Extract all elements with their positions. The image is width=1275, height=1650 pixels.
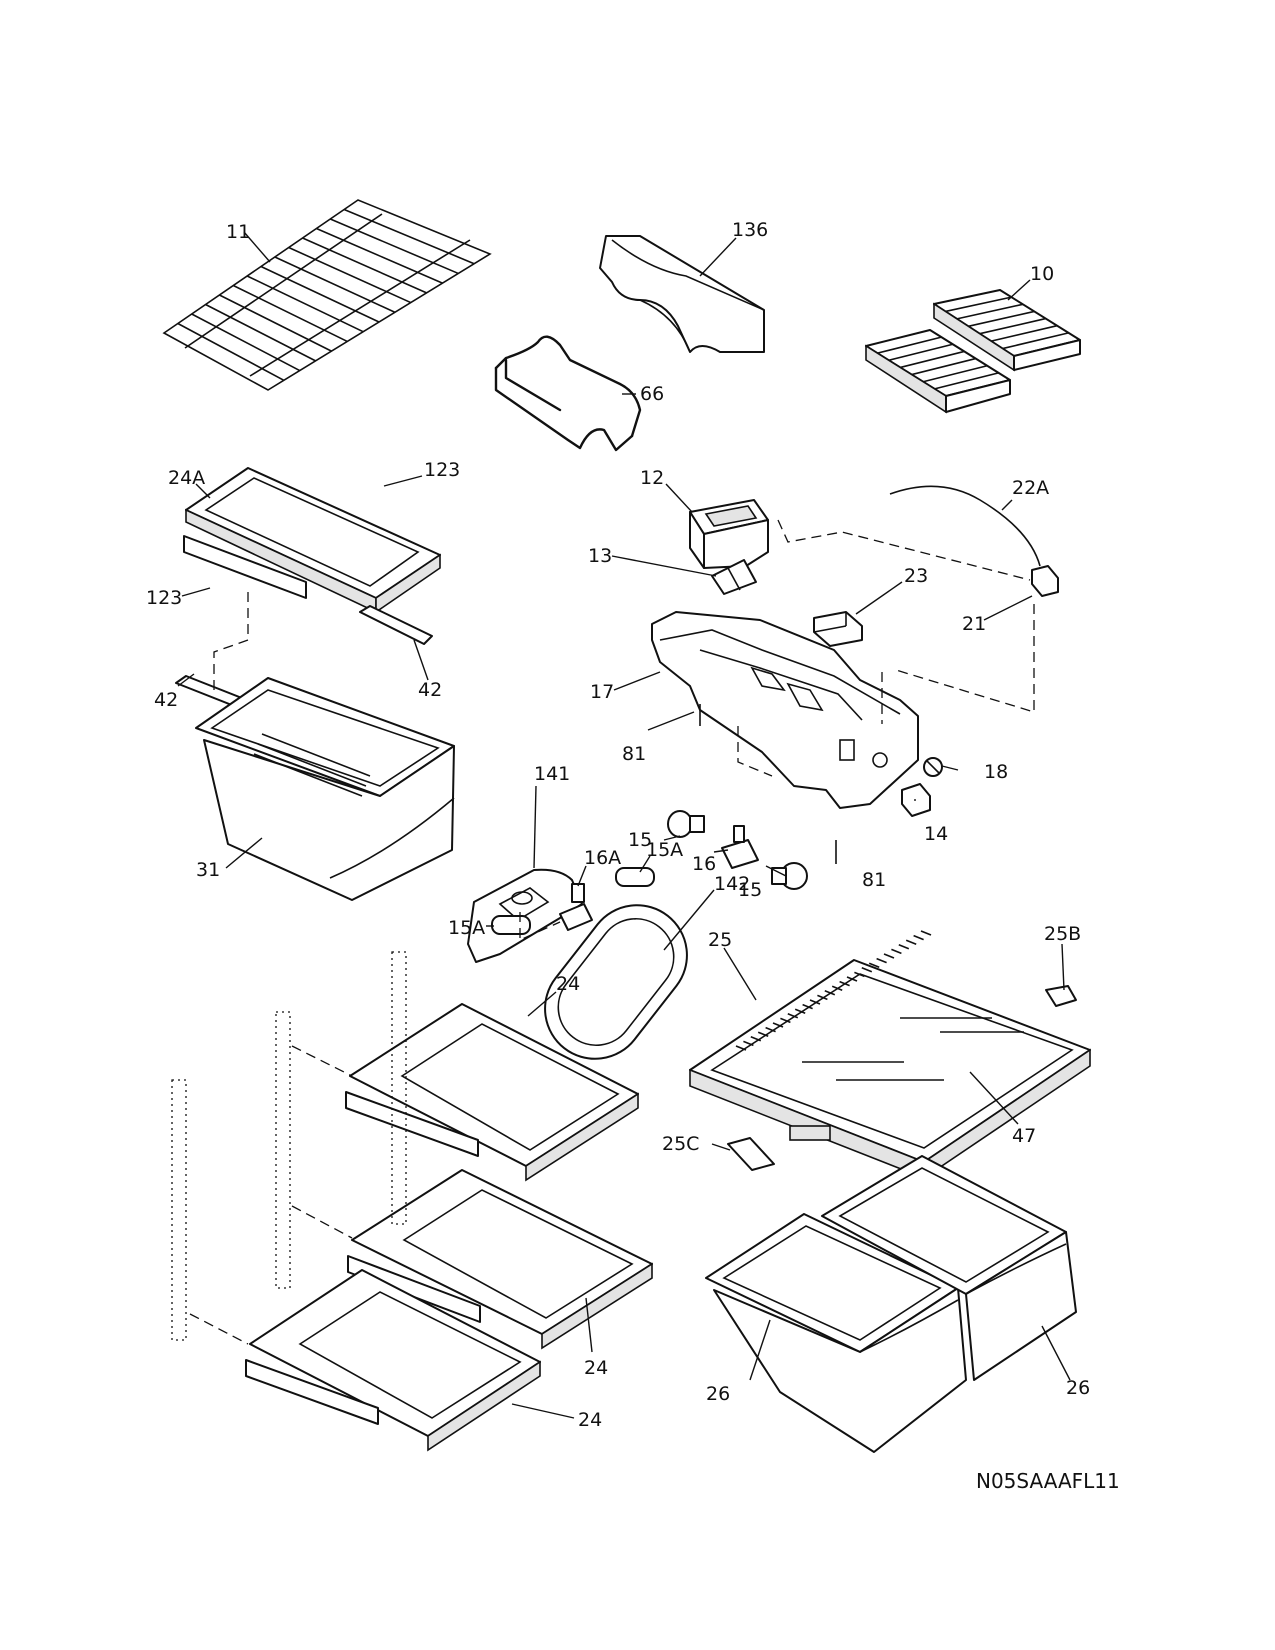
callout-24-top: 24 [556, 973, 580, 995]
callout-24A: 24A [168, 467, 205, 489]
callout-47: 47 [1012, 1125, 1036, 1147]
callout-11: 11 [226, 221, 250, 243]
callout-15-left: 15 [628, 829, 652, 851]
callout-25B: 25B [1044, 923, 1081, 945]
small-bulb-socket-part [559, 883, 593, 931]
callout-142: 142 [714, 873, 750, 895]
callout-18: 18 [984, 761, 1008, 783]
callout-25C: 25C [662, 1133, 699, 1155]
callout-24-middle: 24 [584, 1357, 608, 1379]
callout-24-bottom: 24 [578, 1409, 602, 1431]
callout-66: 66 [640, 383, 664, 405]
callout-42-left: 42 [154, 689, 178, 711]
ice-trays-part [865, 289, 1081, 414]
callout-15-right: 15 [738, 879, 762, 901]
light-lens-part [544, 904, 688, 1060]
glass-shelf-part [347, 1169, 653, 1350]
callout-42-right: 42 [418, 679, 442, 701]
callout-15A-top: 15A [646, 839, 683, 861]
thermostat-part [813, 611, 863, 647]
callout-25: 25 [708, 929, 732, 951]
callout-136: 136 [732, 219, 768, 241]
callout-26-right: 26 [1066, 1377, 1090, 1399]
crisper-cover-part [689, 930, 1091, 1180]
callout-123-left: 123 [146, 587, 182, 609]
drawing-code: N05SAAAFL11 [976, 1469, 1120, 1493]
assembly-lines [189, 519, 1035, 1345]
capillary-tube-part [889, 485, 1041, 567]
cover-bracket-part [727, 985, 1077, 1171]
callout-15A-left: 15A [448, 917, 485, 939]
light-shield-part [711, 559, 757, 595]
callout-141: 141 [534, 763, 570, 785]
callout-81-right: 81 [862, 869, 886, 891]
bulb-socket-part [721, 825, 759, 869]
callout-22A: 22A [1012, 477, 1049, 499]
screw-part [699, 704, 837, 864]
callout-31: 31 [196, 859, 220, 881]
callout-23: 23 [904, 565, 928, 587]
callout-12: 12 [640, 467, 664, 489]
callout-leaders [177, 231, 1071, 1419]
wire-shelf-part [162, 199, 492, 391]
callout-81-left: 81 [622, 743, 646, 765]
switch-part [1031, 565, 1059, 597]
top-glass-shelf-part [183, 467, 441, 614]
callout-21: 21 [962, 613, 986, 635]
callout-10: 10 [1030, 263, 1054, 285]
callout-13: 13 [588, 545, 612, 567]
bottle-holder-part [599, 235, 765, 353]
light-socket-part [923, 757, 943, 777]
control-housing-part [651, 611, 919, 809]
callout-17: 17 [590, 681, 614, 703]
wire-bottle-rack-part [494, 335, 642, 452]
ice-scoop-holder-part [689, 499, 769, 569]
crisper-drawer-part [705, 1155, 1077, 1453]
deli-drawer-part [195, 677, 455, 901]
glass-shelf-part [245, 1269, 541, 1452]
callout-16A: 16A [584, 847, 621, 869]
callout-26-left: 26 [706, 1383, 730, 1405]
light-bulb-part [667, 810, 808, 890]
callout-14: 14 [924, 823, 948, 845]
callout-123-top: 123 [424, 459, 460, 481]
glass-shelf-part [345, 1003, 639, 1182]
callout-labels: 11 136 10 66 24A 123 123 12 22A 13 23 21… [146, 219, 1090, 1431]
callout-16: 16 [692, 853, 716, 875]
shelf-rail-part [171, 951, 407, 1341]
